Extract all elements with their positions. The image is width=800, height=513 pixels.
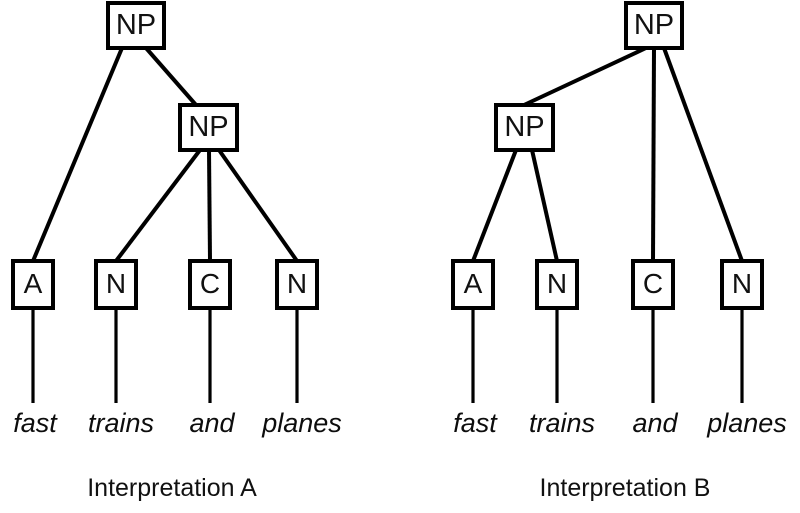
tree-node-box[interactable]	[720, 259, 764, 310]
tree-node-box[interactable]	[94, 259, 138, 310]
tree-branch	[651, 47, 656, 262]
tree-branch	[662, 47, 744, 262]
tree-node-box[interactable]	[494, 103, 555, 152]
terminal-word: and	[189, 408, 235, 438]
tree-node-box[interactable]	[624, 1, 684, 50]
terminal-word: planes	[261, 408, 342, 438]
tree-branch	[471, 149, 518, 262]
tree-branch	[530, 149, 559, 262]
tree-node-label: N	[547, 268, 567, 299]
tree-branch	[523, 46, 647, 107]
tree-node-label: C	[200, 268, 220, 299]
tree-branch	[217, 148, 299, 263]
tree-node-label: NP	[116, 9, 156, 41]
tree-branch	[144, 46, 198, 107]
tree-node-box[interactable]	[275, 259, 319, 310]
tree-node-label: C	[643, 268, 663, 299]
terminal-word: planes	[706, 408, 787, 438]
terminal-word: trains	[88, 408, 154, 438]
terminal-word: trains	[529, 408, 595, 438]
terminal-word: and	[632, 408, 678, 438]
tree-node-box[interactable]	[188, 259, 232, 310]
tree-node-label: NP	[634, 9, 674, 41]
tree-node-label: A	[464, 268, 483, 299]
tree-node-label: NP	[504, 111, 544, 143]
tree-branch	[114, 148, 202, 263]
tree-node-box[interactable]	[11, 259, 55, 310]
terminal-word: fast	[453, 408, 498, 438]
tree-branch	[31, 47, 124, 262]
tree-branch	[207, 149, 212, 262]
tree-node-label: NP	[188, 111, 228, 143]
terminal-word: fast	[13, 408, 58, 438]
tree-caption: Interpretation A	[87, 474, 257, 502]
tree-node-box[interactable]	[535, 259, 579, 310]
tree-node-box[interactable]	[631, 259, 675, 310]
tree-node-label: N	[106, 268, 126, 299]
tree-node-box[interactable]	[106, 1, 166, 50]
tree-node-label: N	[287, 268, 307, 299]
tree-node-label: A	[24, 268, 43, 299]
tree-node-box[interactable]	[178, 103, 239, 152]
tree-node-label: N	[732, 268, 752, 299]
tree-caption: Interpretation B	[540, 474, 711, 502]
tree-node-box[interactable]	[451, 259, 495, 310]
